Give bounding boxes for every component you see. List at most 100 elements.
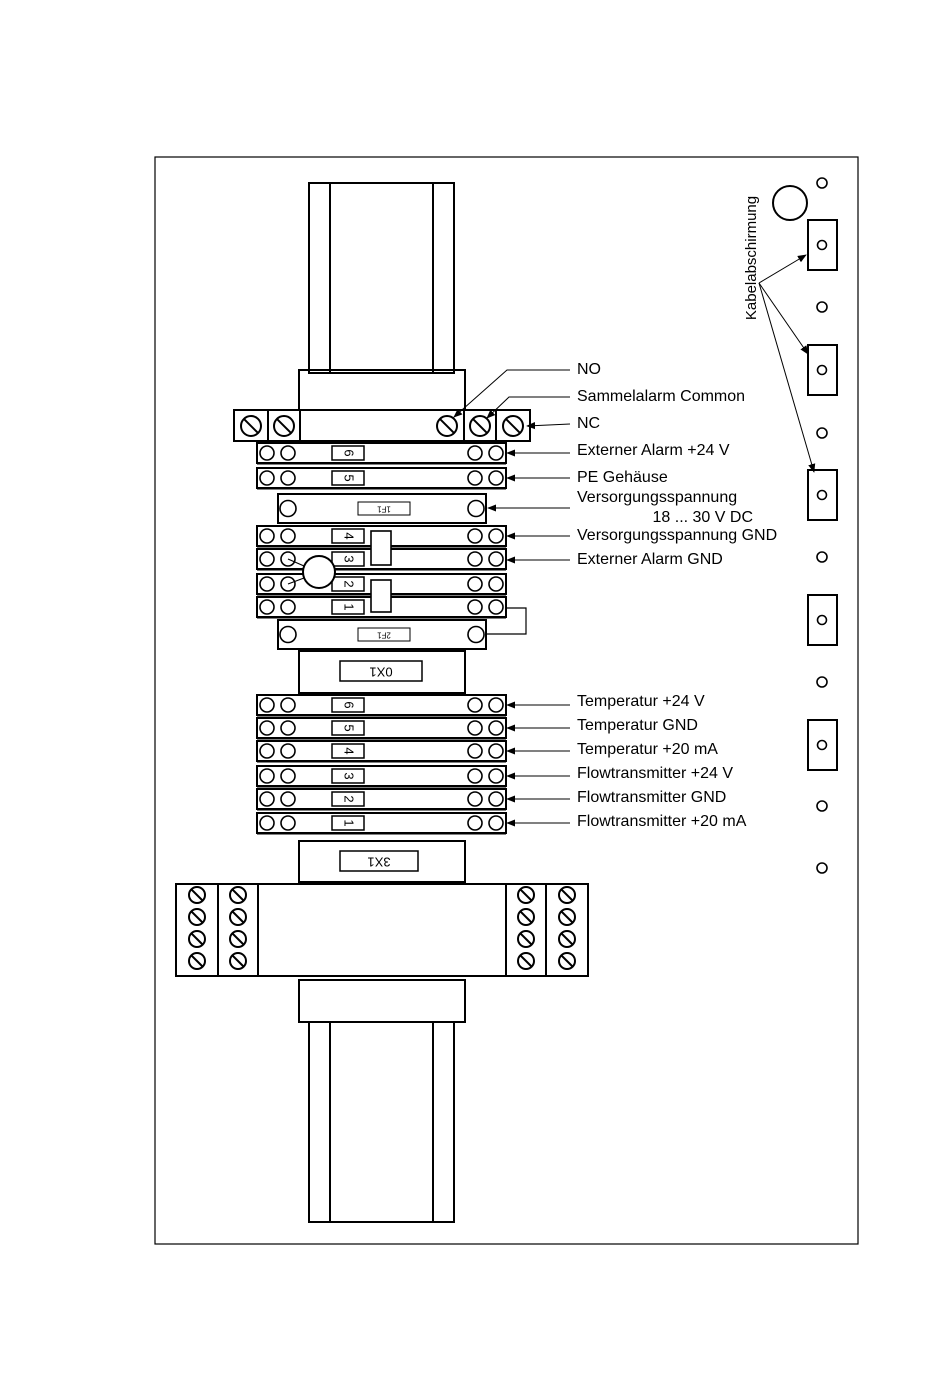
terminal-hole xyxy=(488,768,504,784)
terminal-number-box xyxy=(331,743,365,759)
shield-clamp-body xyxy=(807,344,838,396)
module-screw-icon xyxy=(517,886,535,904)
bridge-wire xyxy=(287,558,305,567)
terminal-hole xyxy=(280,470,296,486)
jumper-lower xyxy=(370,579,392,613)
terminal-hole xyxy=(467,743,483,759)
terminal-number: 4 xyxy=(342,532,357,539)
terminal-hole xyxy=(488,576,504,592)
screw-slot xyxy=(190,954,204,968)
relay-screw-icon xyxy=(240,415,262,437)
terminal-hole xyxy=(259,576,275,592)
terminal-hole xyxy=(259,768,275,784)
shield-arrow xyxy=(758,282,816,473)
leader-arrow xyxy=(453,369,570,418)
block-3x1: 3X1 xyxy=(298,840,466,883)
shield-clamp xyxy=(807,594,838,646)
terminal-hole xyxy=(259,815,275,831)
fuse-hole xyxy=(279,499,297,518)
terminal-body xyxy=(256,812,507,834)
shield-clamp-hole xyxy=(816,364,828,376)
fuse-label: 1F1 xyxy=(377,504,391,513)
module-screw-icon xyxy=(517,908,535,926)
terminal-number-box xyxy=(331,551,365,567)
terminal-hole xyxy=(467,768,483,784)
fuse-2f1: 2F1 xyxy=(277,619,487,650)
screw-slot xyxy=(231,954,245,968)
label-nc: NC xyxy=(526,415,600,432)
terminal-number: 1 xyxy=(342,603,357,610)
fuse-label: 2F1 xyxy=(377,630,391,639)
label-lower-6: Flowtransmitter +20 mA xyxy=(506,813,747,830)
fuse-label-box xyxy=(357,501,411,516)
label-vs-text: Versorgungsspannung xyxy=(577,489,737,506)
module-screw-icon xyxy=(229,908,247,926)
module-screw-icon xyxy=(558,952,576,970)
shield-clamp xyxy=(807,344,838,396)
fuse-hole xyxy=(279,625,297,644)
screw-slot xyxy=(519,932,533,946)
terminal-hole xyxy=(259,551,275,567)
terminal-hole xyxy=(467,445,483,461)
terminal-hole xyxy=(259,445,275,461)
leader-arrow xyxy=(526,422,571,430)
mounting-hole xyxy=(816,676,828,688)
terminal-hole xyxy=(280,599,296,615)
lower-terminal-4: 4 xyxy=(256,740,507,763)
screw-slot xyxy=(243,418,259,434)
terminal-hole xyxy=(488,743,504,759)
terminal-hole xyxy=(280,815,296,831)
module-screw-icon xyxy=(229,952,247,970)
terminal-hole xyxy=(488,697,504,713)
fuse-hole xyxy=(467,625,485,644)
screw-slot xyxy=(560,954,574,968)
shield-clamp-hole xyxy=(816,739,828,751)
lower-terminal-6: 6 xyxy=(256,694,507,717)
terminal-hole xyxy=(259,697,275,713)
screw-slot xyxy=(231,932,245,946)
terminal-hole xyxy=(259,528,275,544)
fuse-hole xyxy=(467,499,485,518)
terminal-number-box xyxy=(331,528,365,544)
shield-arrow xyxy=(758,254,807,284)
module-screw-icon xyxy=(229,930,247,948)
screw-slot xyxy=(519,954,533,968)
screw-slot xyxy=(519,910,533,924)
terminal-hole xyxy=(467,697,483,713)
label-lower-2-text: Temperatur GND xyxy=(577,717,698,734)
terminal-number: 1 xyxy=(342,819,357,826)
terminal-hole xyxy=(280,445,296,461)
terminal-body xyxy=(256,765,507,787)
terminal-hole xyxy=(259,599,275,615)
label-common-text: Sammelalarm Common xyxy=(577,388,745,405)
terminal-hole xyxy=(259,743,275,759)
terminal-number-box xyxy=(331,576,365,592)
block-0x1: 0X1 xyxy=(298,650,466,694)
relay-screw-icon xyxy=(469,415,491,437)
shield-clamp-hole xyxy=(816,239,828,251)
jumper-upper xyxy=(370,530,392,566)
mounting-hole xyxy=(816,800,828,812)
screw-slot xyxy=(439,418,455,434)
terminal-number: 5 xyxy=(342,724,357,731)
screw-slot xyxy=(505,418,521,434)
shield-clamp xyxy=(807,469,838,521)
terminal-hole xyxy=(467,576,483,592)
mounting-hole xyxy=(816,862,828,874)
label-ext-alarm-24-text: Externer Alarm +24 V xyxy=(577,442,730,459)
module-screw-icon xyxy=(188,952,206,970)
terminal-hole xyxy=(488,470,504,486)
terminal-hole xyxy=(259,720,275,736)
module-screws xyxy=(188,886,576,970)
terminal-number: 3 xyxy=(342,772,357,779)
label-vs: Versorgungsspannung xyxy=(487,489,737,512)
terminal-hole xyxy=(488,815,504,831)
module-screw-icon xyxy=(517,930,535,948)
module-screw-icon xyxy=(558,908,576,926)
terminal-hole xyxy=(280,791,296,807)
terminal-number-box xyxy=(331,470,365,486)
terminal-hole xyxy=(280,697,296,713)
leader-arrow xyxy=(486,396,570,419)
